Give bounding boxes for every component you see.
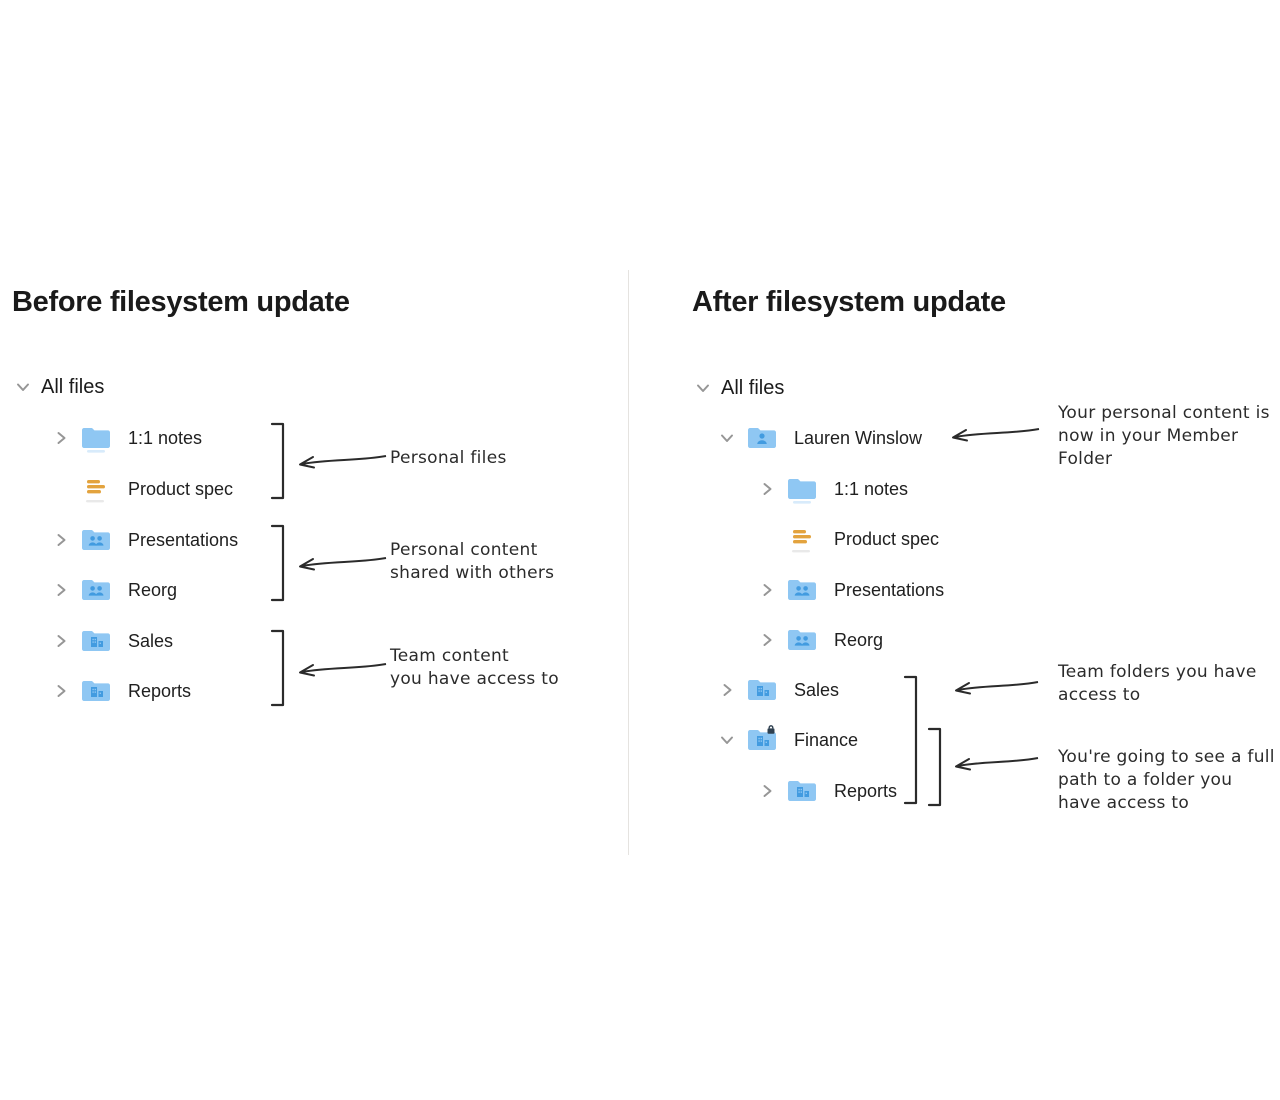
item-label: Presentations [834, 579, 945, 600]
root-label: All files [721, 376, 785, 399]
chevron-right-icon[interactable] [758, 782, 776, 800]
annotation-team-folders: Team folders you have access to [1058, 662, 1257, 705]
row-after-lauren-winslow[interactable]: Lauren Winslow [718, 413, 922, 463]
annotation-arrow [948, 752, 1040, 774]
row-after-reorg[interactable]: Reorg [758, 615, 883, 665]
row-after-product-spec[interactable]: Product spec [758, 514, 939, 564]
chevron-down-icon[interactable] [718, 429, 736, 447]
bracket-personal-files [269, 421, 287, 501]
row-after-sales[interactable]: Sales [718, 665, 839, 715]
folder-icon [786, 474, 818, 504]
team-folder-locked-icon [746, 725, 778, 755]
chevron-down-icon[interactable] [718, 731, 736, 749]
chevron-right-icon[interactable] [52, 682, 70, 700]
item-label: Reorg [834, 629, 884, 650]
shared-folder-icon [80, 525, 112, 555]
annotation-arrow [945, 423, 1041, 445]
shared-folder-icon [80, 575, 112, 605]
item-label: Finance [794, 729, 859, 750]
chevron-right-icon[interactable] [52, 429, 70, 447]
item-label: Presentations [128, 529, 239, 550]
folder-icon [80, 423, 112, 453]
item-label: Lauren Winslow [794, 427, 923, 448]
chevron-right-icon[interactable] [52, 531, 70, 549]
row-after-presentations[interactable]: Presentations [758, 565, 944, 615]
paper-doc-icon [80, 474, 112, 504]
row-before-reports[interactable]: Reports [52, 666, 191, 716]
team-folder-icon [80, 626, 112, 656]
chevron-spacer [758, 530, 776, 548]
chevron-down-icon[interactable] [694, 379, 712, 397]
annotation-team-content: Team content you have access to [390, 646, 559, 689]
item-label: Product spec [834, 528, 940, 549]
item-label: 1:1 notes [128, 427, 203, 448]
item-label: Sales [794, 679, 840, 700]
after-title: After filesystem update [692, 286, 1006, 318]
lock-icon [767, 725, 775, 734]
before-title: Before filesystem update [12, 286, 350, 318]
column-divider [628, 270, 629, 855]
row-before-product-spec[interactable]: Product spec [52, 464, 233, 514]
member-folder-icon [746, 423, 778, 453]
team-folder-icon [80, 676, 112, 706]
annotation-arrow [292, 552, 388, 574]
chevron-down-icon[interactable] [14, 378, 32, 396]
annotation-arrow [948, 676, 1040, 698]
shared-folder-icon [786, 625, 818, 655]
item-label: Product spec [128, 478, 234, 499]
row-after-reports[interactable]: Reports [758, 766, 897, 816]
row-before-sales[interactable]: Sales [52, 616, 173, 666]
chevron-spacer [52, 480, 70, 498]
annotation-arrow [292, 658, 388, 680]
team-folder-icon [786, 776, 818, 806]
root-label: All files [41, 375, 105, 398]
bracket-full-path [926, 726, 944, 808]
annotation-member-folder: Your personal content is now in your Mem… [1058, 403, 1270, 469]
row-before-11-notes[interactable]: 1:1 notes [52, 413, 202, 463]
row-before-presentations[interactable]: Presentations [52, 515, 238, 565]
item-label: Reports [834, 780, 898, 801]
row-before-all-files[interactable]: All files [14, 362, 104, 412]
row-before-reorg[interactable]: Reorg [52, 565, 177, 615]
chevron-right-icon[interactable] [758, 480, 776, 498]
annotation-shared-content: Personal content shared with others [390, 540, 555, 583]
chevron-right-icon[interactable] [52, 632, 70, 650]
chevron-right-icon[interactable] [758, 631, 776, 649]
chevron-right-icon[interactable] [758, 581, 776, 599]
item-label: Sales [128, 630, 174, 651]
bracket-team-content [269, 628, 287, 708]
paper-doc-icon [786, 524, 818, 554]
bracket-team-folders [902, 674, 920, 806]
row-after-11-notes[interactable]: 1:1 notes [758, 464, 908, 514]
annotation-arrow [292, 450, 388, 472]
annotation-full-path: You're going to see a full path to a fol… [1058, 747, 1275, 813]
shared-folder-icon [786, 575, 818, 605]
bracket-shared-content [269, 523, 287, 603]
item-label: Reorg [128, 579, 178, 600]
row-after-all-files[interactable]: All files [694, 363, 784, 413]
row-after-finance[interactable]: Finance [718, 715, 858, 765]
item-label: Reports [128, 680, 192, 701]
chevron-right-icon[interactable] [718, 681, 736, 699]
annotation-personal-files: Personal files [390, 448, 507, 468]
team-folder-icon [746, 675, 778, 705]
chevron-right-icon[interactable] [52, 581, 70, 599]
item-label: 1:1 notes [834, 478, 909, 499]
